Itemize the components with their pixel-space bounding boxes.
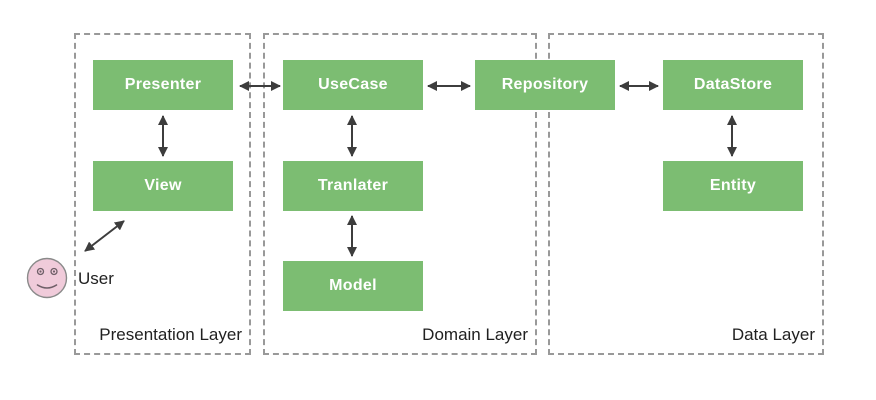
node-repository: Repository <box>475 60 615 110</box>
node-view: View <box>93 161 233 211</box>
node-datastore: DataStore <box>663 60 803 110</box>
presentation-layer-label: Presentation Layer <box>99 325 242 344</box>
domain-layer-label: Domain Layer <box>422 325 528 344</box>
smiley-face-icon <box>26 257 68 299</box>
node-presenter: Presenter <box>93 60 233 110</box>
data-layer-group: Data Layer <box>548 33 824 355</box>
presentation-layer-group: Presentation Layer <box>74 33 251 355</box>
data-layer-label: Data Layer <box>731 325 815 344</box>
node-entity: Entity <box>663 161 803 211</box>
domain-layer-group: Domain Layer <box>263 33 537 355</box>
node-usecase: UseCase <box>283 60 423 110</box>
user-label: User <box>78 269 114 288</box>
node-model: Model <box>283 261 423 311</box>
node-tranlater: Tranlater <box>283 161 423 211</box>
